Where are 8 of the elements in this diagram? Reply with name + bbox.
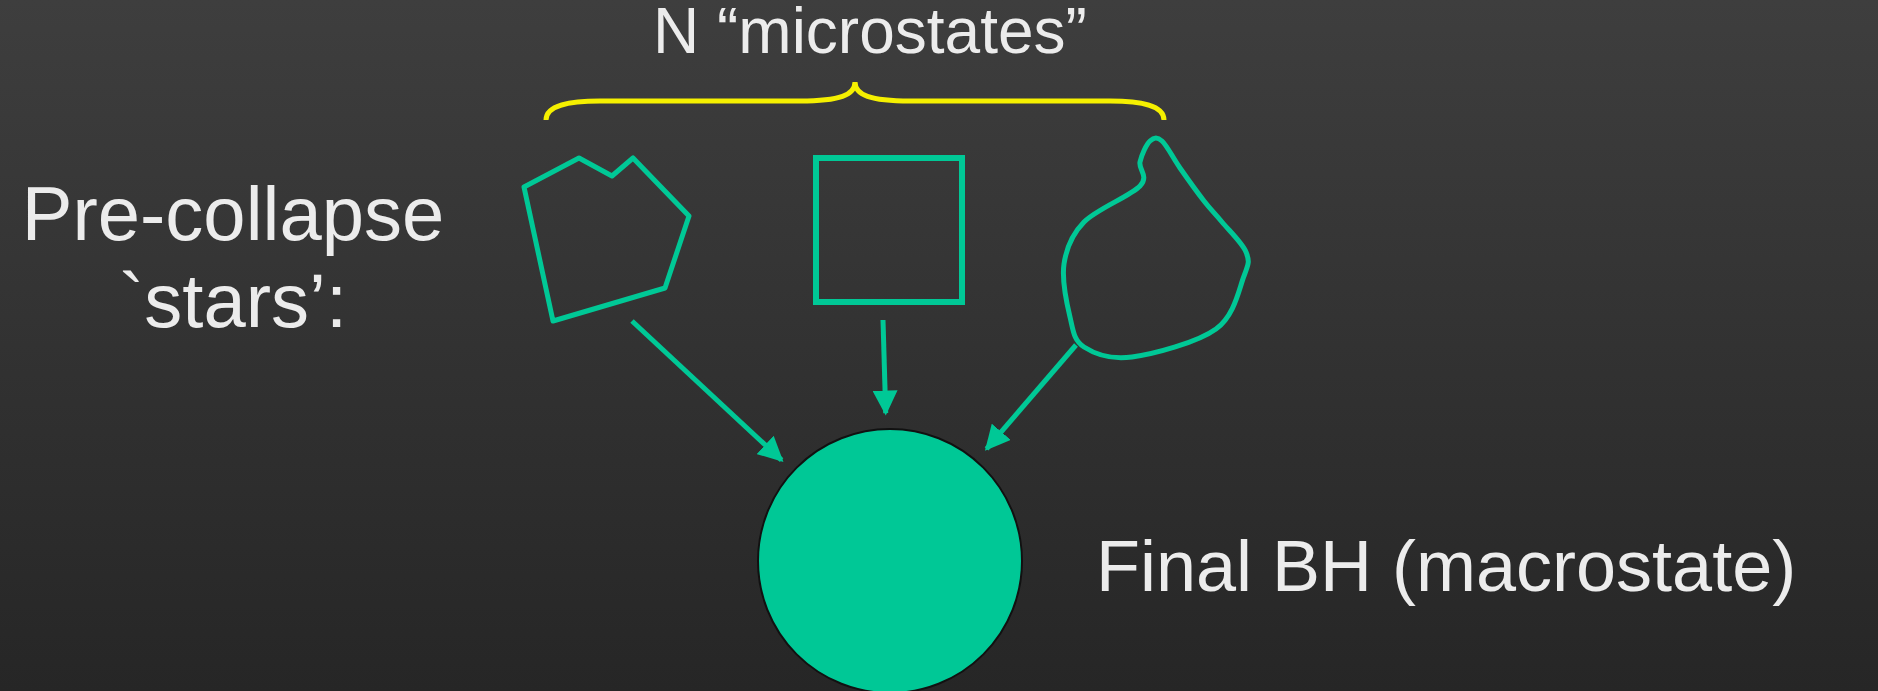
pentagon-outline: [520, 154, 693, 325]
arrow: [984, 343, 1078, 451]
square-outline: [812, 154, 966, 306]
arrow: [630, 319, 784, 463]
label-text: N “microstates”: [653, 0, 1087, 67]
arrow: [872, 319, 898, 416]
label-text: Pre-collapse `stars’:: [20, 170, 446, 345]
node-caption: Final BH (macrostate): [1096, 527, 1797, 607]
